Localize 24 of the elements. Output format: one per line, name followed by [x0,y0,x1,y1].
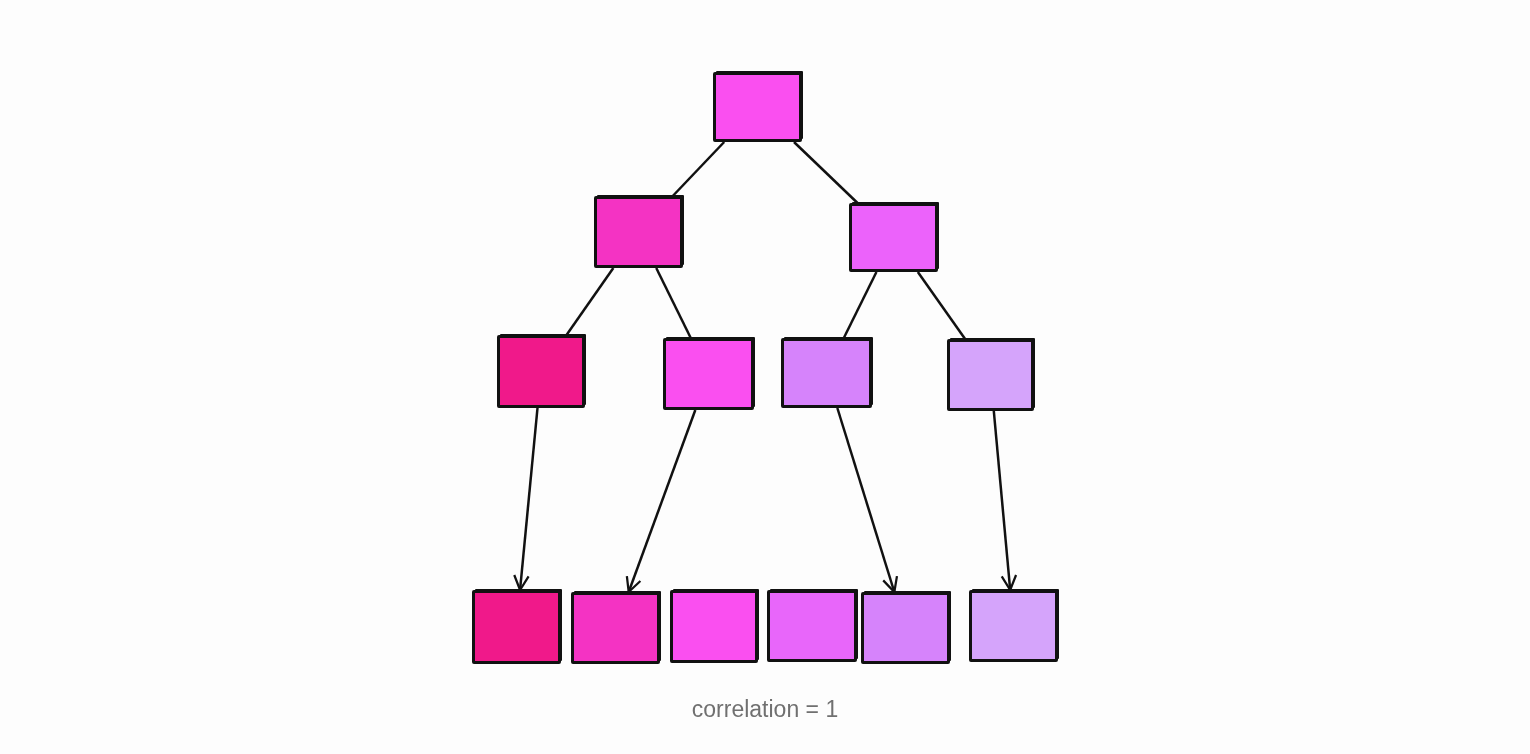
box-node [497,335,585,408]
arrow [992,410,1018,592]
arrow [625,409,697,594]
box-node [781,338,872,408]
box-node [947,339,1034,411]
connector-line [916,271,967,340]
box-node [767,590,857,662]
arrow [513,407,539,592]
box-node [663,338,754,410]
box-node [571,592,660,664]
connector-line [655,267,692,339]
box-node [670,590,758,663]
box-node [472,590,561,664]
connector-line [842,271,878,339]
box-node [713,72,802,142]
box-node [861,592,950,664]
box-node [849,203,938,272]
connector-line [671,141,726,197]
box-node [594,196,683,268]
connector-line [793,141,859,204]
box-node [969,590,1058,662]
arrow [836,407,899,594]
connector-line [565,267,615,336]
caption: correlation = 1 [691,696,839,723]
